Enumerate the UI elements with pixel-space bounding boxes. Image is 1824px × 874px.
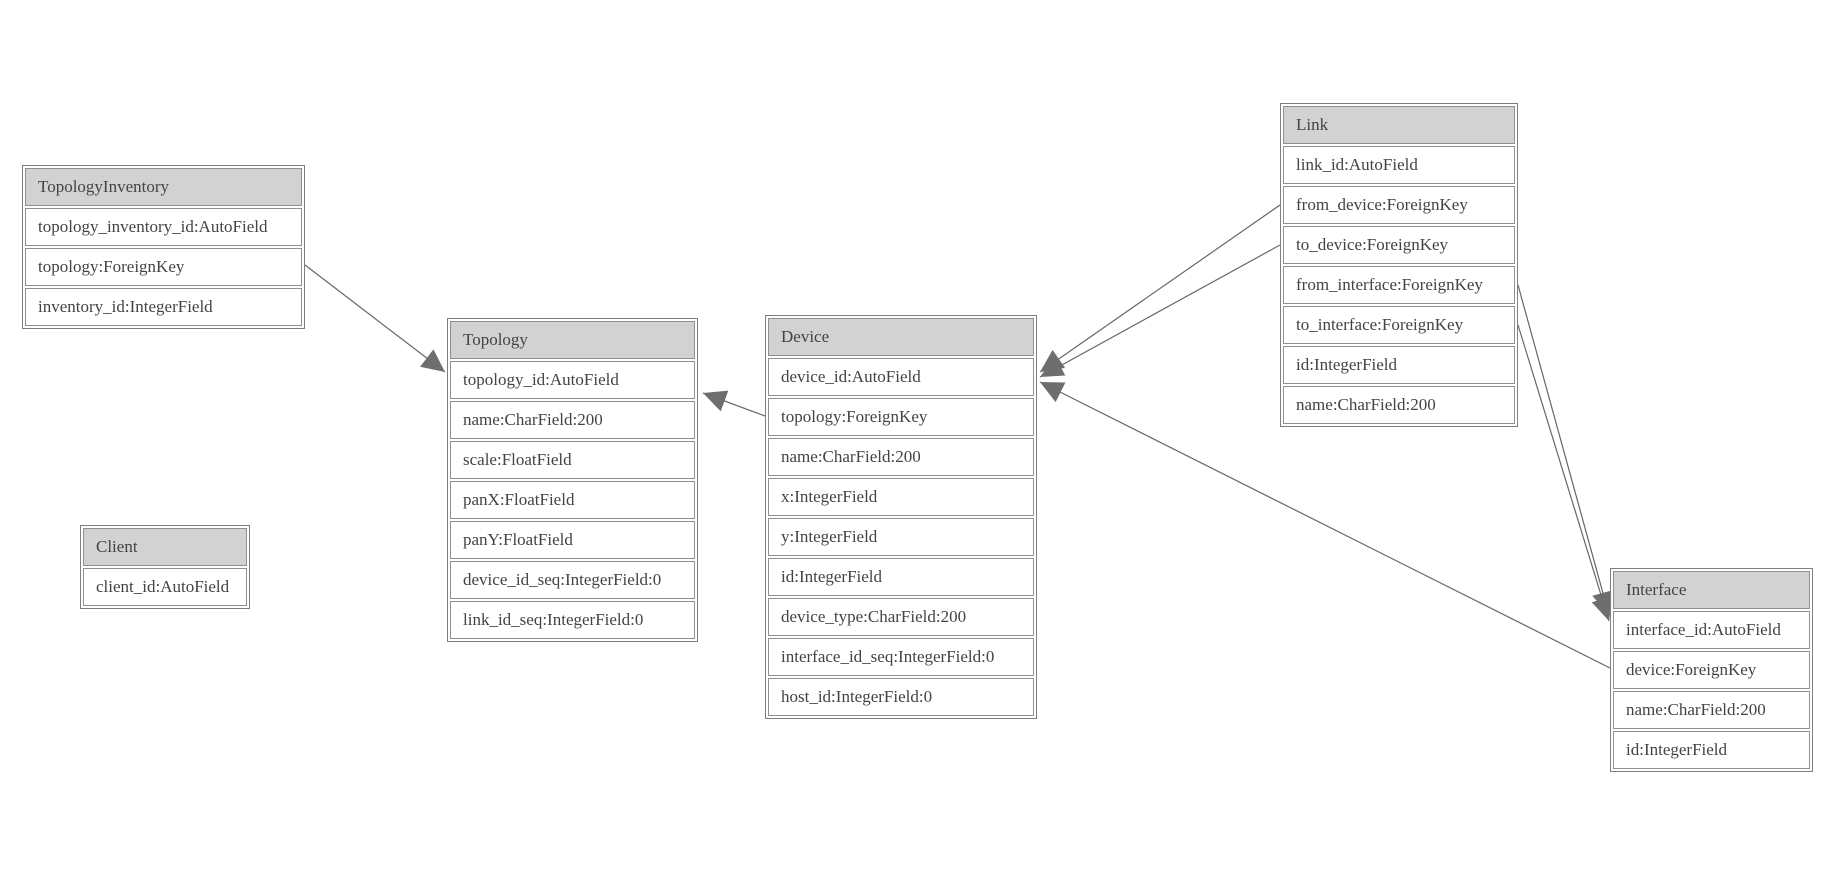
entity-field-row: topology_id:AutoField (450, 361, 695, 399)
entity-field-row: name:CharField:200 (768, 438, 1034, 476)
entity-field-row: topology_inventory_id:AutoField (25, 208, 302, 246)
entity-field-row: to_interface:ForeignKey (1283, 306, 1515, 344)
entity-title-link: Link (1283, 106, 1515, 144)
entity-field-row: link_id_seq:IntegerField:0 (450, 601, 695, 639)
entity-title-topology-inventory: TopologyInventory (25, 168, 302, 206)
entity-field-row: panX:FloatField (450, 481, 695, 519)
entity-field-row: client_id:AutoField (83, 568, 247, 606)
entity-field-row: topology:ForeignKey (768, 398, 1034, 436)
entity-field-row: device:ForeignKey (1613, 651, 1810, 689)
entity-field-row: id:IntegerField (1283, 346, 1515, 384)
relation-edge-link-from_device-to-device (1039, 204, 1281, 373)
entity-title-interface: Interface (1613, 571, 1810, 609)
entity-field-row: panY:FloatField (450, 521, 695, 559)
relation-edge-device-topology-to-topology (702, 390, 766, 417)
entity-field-row: from_device:ForeignKey (1283, 186, 1515, 224)
entity-field-row: device_id_seq:IntegerField:0 (450, 561, 695, 599)
relation-edge-link-from_interface-to-interface (1517, 284, 1614, 616)
entity-field-row: to_device:ForeignKey (1283, 226, 1515, 264)
entity-field-row: interface_id_seq:IntegerField:0 (768, 638, 1034, 676)
relation-edge-interface-device-to-device (1039, 381, 1611, 669)
entity-title-topology: Topology (450, 321, 695, 359)
entity-field-row: name:CharField:200 (450, 401, 695, 439)
entity-field-row: from_interface:ForeignKey (1283, 266, 1515, 304)
entity-field-row: id:IntegerField (1613, 731, 1810, 769)
entity-title-client: Client (83, 528, 247, 566)
entity-field-row: link_id:AutoField (1283, 146, 1515, 184)
relation-edge-link-to_interface-to-interface (1517, 324, 1613, 622)
entity-field-row: device_id:AutoField (768, 358, 1034, 396)
relation-edge-topologyinventory-topology-to-topology (304, 264, 446, 373)
entity-field-row: host_id:IntegerField:0 (768, 678, 1034, 716)
entity-field-row: inventory_id:IntegerField (25, 288, 302, 326)
entity-field-row: y:IntegerField (768, 518, 1034, 556)
entity-field-row: device_type:CharField:200 (768, 598, 1034, 636)
entity-field-row: topology:ForeignKey (25, 248, 302, 286)
entity-field-row: name:CharField:200 (1283, 386, 1515, 424)
entity-field-row: scale:FloatField (450, 441, 695, 479)
entity-field-row: id:IntegerField (768, 558, 1034, 596)
entity-field-row: x:IntegerField (768, 478, 1034, 516)
entity-title-device: Device (768, 318, 1034, 356)
entity-field-row: interface_id:AutoField (1613, 611, 1810, 649)
relation-edge-link-to_device-to-device (1039, 244, 1281, 378)
entity-field-row: name:CharField:200 (1613, 691, 1810, 729)
